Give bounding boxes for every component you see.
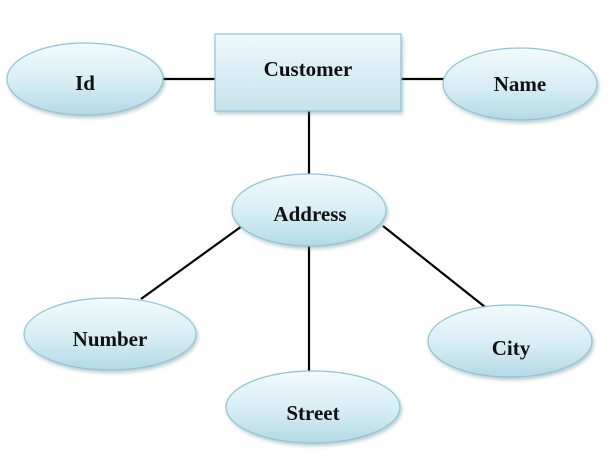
entity-box (214, 33, 402, 112)
attribute-street: Street (225, 370, 401, 444)
attribute-label: Name (494, 72, 546, 96)
attribute-label: Id (75, 71, 95, 95)
attribute-address: Address (231, 173, 387, 247)
attribute-city: City (427, 304, 593, 378)
entity-customer: Customer (214, 33, 402, 112)
entity-label: Customer (264, 57, 353, 81)
attribute-id: Id (6, 42, 164, 116)
attribute-ellipse (427, 304, 593, 378)
attribute-ellipse (6, 42, 164, 116)
attribute-ellipse (225, 370, 401, 444)
attribute-name: Name (442, 47, 598, 121)
connector-address-number (140, 225, 243, 300)
attribute-label: Number (73, 327, 148, 351)
attribute-label: City (492, 336, 531, 360)
attribute-label: Street (286, 401, 339, 425)
connector-address-city (382, 225, 486, 308)
attribute-label: Address (273, 202, 346, 226)
attribute-number: Number (23, 297, 197, 371)
attribute-ellipse (231, 173, 387, 247)
attribute-ellipse (23, 297, 197, 371)
attribute-ellipse (442, 47, 598, 121)
